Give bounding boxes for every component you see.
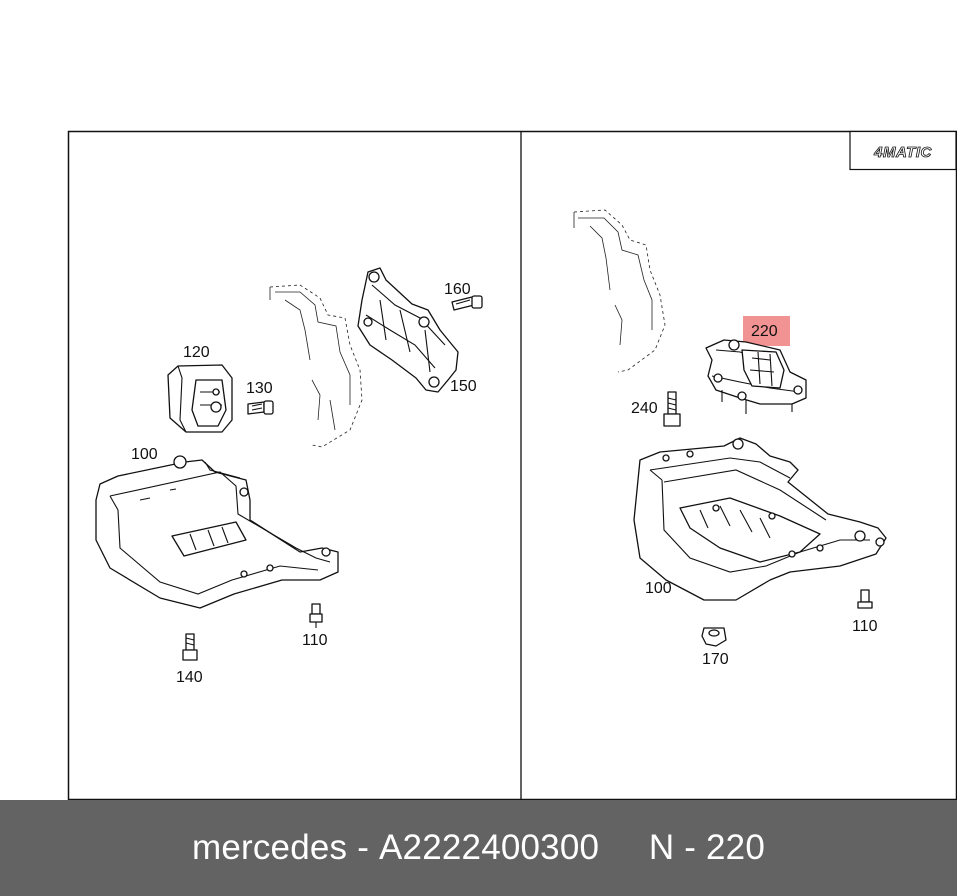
callout-240: 240 bbox=[631, 400, 658, 417]
callout-220-highlight bbox=[743, 316, 790, 346]
separator: - bbox=[674, 828, 707, 867]
left-panel: 120 130 160 150 100 110 140 bbox=[95, 267, 483, 686]
bolt-140 bbox=[182, 633, 198, 661]
4matic-badge-box bbox=[849, 130, 957, 171]
callout-130: 130 bbox=[246, 380, 273, 397]
bolt-130 bbox=[247, 400, 274, 415]
callout-110-left: 110 bbox=[302, 632, 328, 649]
spacer bbox=[599, 828, 649, 868]
part-number: A2222400300 bbox=[378, 828, 600, 867]
position-value: 220 bbox=[706, 828, 766, 867]
bolt-160 bbox=[451, 295, 483, 311]
callout-100-right: 100 bbox=[645, 580, 672, 597]
transmission-housing-outline bbox=[269, 284, 363, 448]
nut-170 bbox=[701, 627, 727, 647]
callout-150: 150 bbox=[450, 378, 477, 395]
transmission-bracket-150 bbox=[357, 267, 459, 393]
bolt-110-left bbox=[309, 603, 323, 628]
crossmember-100-left bbox=[95, 455, 339, 609]
rubber-mount-120 bbox=[167, 364, 233, 433]
bolt-240 bbox=[663, 391, 681, 427]
right-panel: 4MATIC bbox=[573, 130, 957, 668]
position-label: N bbox=[648, 828, 675, 867]
callout-100-left: 100 bbox=[131, 446, 158, 463]
parts-diagram: 120 130 160 150 100 110 140 4MATIC bbox=[67, 130, 957, 800]
transmission-mount-220 bbox=[705, 339, 807, 414]
callout-160: 160 bbox=[444, 281, 471, 298]
callout-170: 170 bbox=[702, 651, 729, 668]
callout-140: 140 bbox=[176, 669, 203, 686]
crossmember-100-right bbox=[633, 437, 887, 601]
4matic-badge: 4MATIC bbox=[873, 144, 932, 161]
separator: - bbox=[347, 828, 379, 867]
transmission-housing-outline-right bbox=[573, 209, 666, 373]
callout-220: 220 bbox=[751, 323, 778, 340]
callout-110-right: 110 bbox=[852, 618, 878, 635]
brand-label: mercedes bbox=[191, 828, 348, 867]
part-caption-bar: mercedes - A2222400300 N - 220 bbox=[0, 800, 957, 896]
callout-120: 120 bbox=[183, 344, 210, 361]
bolt-110-right bbox=[857, 589, 873, 609]
